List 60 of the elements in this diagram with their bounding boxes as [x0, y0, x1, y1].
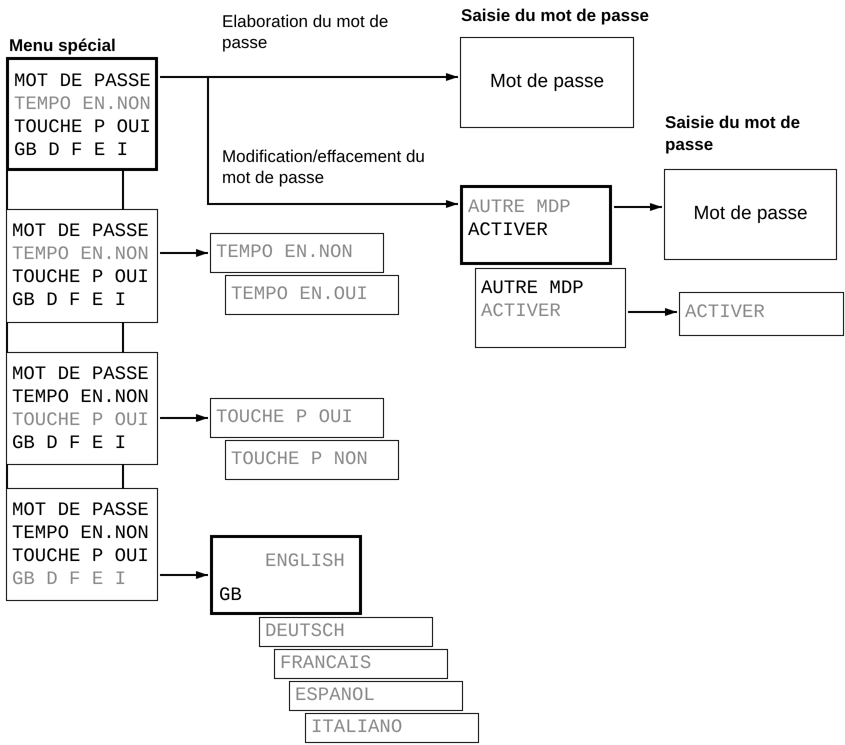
menu-line: GB D F E I	[12, 289, 126, 312]
lcd-screen	[210, 398, 384, 438]
menu-line: MOT DE PASSE	[12, 363, 149, 386]
selected-menu-line: ENGLISH	[265, 550, 345, 573]
lcd-screen	[460, 185, 612, 265]
arrow	[160, 414, 208, 422]
menu-line: GB	[219, 584, 242, 607]
connector-line	[6, 170, 124, 210]
selected-menu-line: TOUCHE P OUI	[216, 406, 353, 429]
lcd-screen	[210, 233, 384, 273]
menu-line: ACTIVER	[468, 219, 548, 242]
lcd-screen	[210, 535, 362, 615]
lcd-screen	[6, 209, 158, 323]
selected-menu-line: FRANCAIS	[280, 652, 372, 675]
menu-line: GB D F E I	[12, 432, 126, 455]
selected-menu-line: TEMPO EN.NON	[12, 243, 149, 266]
screen-heading: Saisie du mot de passe	[665, 112, 802, 156]
arrow	[160, 76, 458, 208]
connector-line	[6, 464, 124, 489]
selected-menu-line: TEMPO EN.NON	[216, 241, 353, 264]
screen-heading: Saisie du mot de passe	[461, 5, 650, 27]
selected-menu-line: ACTIVER	[685, 301, 765, 324]
screen-heading: Menu spécial	[9, 35, 117, 57]
selected-menu-line: ACTIVER	[481, 300, 561, 323]
lcd-screen	[6, 352, 158, 465]
lcd-screen	[475, 268, 626, 348]
arrow	[160, 571, 208, 579]
selected-menu-line: ESPANOL	[295, 684, 375, 707]
lcd-screen	[679, 292, 844, 336]
lcd-screen	[274, 649, 448, 679]
selected-menu-line: TOUCHE P OUI	[12, 409, 149, 432]
selected-menu-line: DEUTSCH	[265, 620, 345, 643]
selected-menu-line: ITALIANO	[311, 716, 402, 739]
selected-menu-line: TOUCHE P NON	[231, 448, 368, 471]
menu-line: GB D F E I	[14, 139, 128, 162]
menu-line: TOUCHE P OUI	[14, 116, 151, 139]
lcd-screen	[289, 681, 463, 711]
selected-menu-line: AUTRE MDP	[468, 196, 571, 219]
lcd-screen	[225, 275, 399, 315]
field-text: Mot de passe	[693, 202, 808, 226]
menu-line: MOT DE PASSE	[14, 70, 151, 93]
menu-line: TOUCHE P OUI	[12, 266, 149, 289]
lcd-screen	[305, 713, 479, 743]
connector-line	[6, 322, 124, 353]
menu-line: TOUCHE P OUI	[12, 545, 149, 568]
menu-line: MOT DE PASSE	[12, 220, 149, 243]
lcd-screen	[225, 440, 399, 480]
lcd-screen	[6, 488, 158, 601]
selected-menu-line: TEMPO EN.OUI	[231, 283, 368, 306]
menu-line: MOT DE PASSE	[12, 499, 149, 522]
menu-line: TEMPO EN.NON	[12, 522, 149, 545]
menu-line: TEMPO EN.NON	[12, 386, 149, 409]
selected-menu-line: TEMPO EN.NON	[14, 93, 151, 116]
menu-line: AUTRE MDP	[481, 277, 584, 300]
arrow	[628, 308, 677, 316]
arrow	[160, 249, 208, 257]
lcd-screen	[259, 617, 433, 647]
field-text: Mot de passe	[490, 70, 604, 94]
arrow	[614, 203, 662, 211]
selected-menu-line: GB D F E I	[12, 568, 126, 591]
